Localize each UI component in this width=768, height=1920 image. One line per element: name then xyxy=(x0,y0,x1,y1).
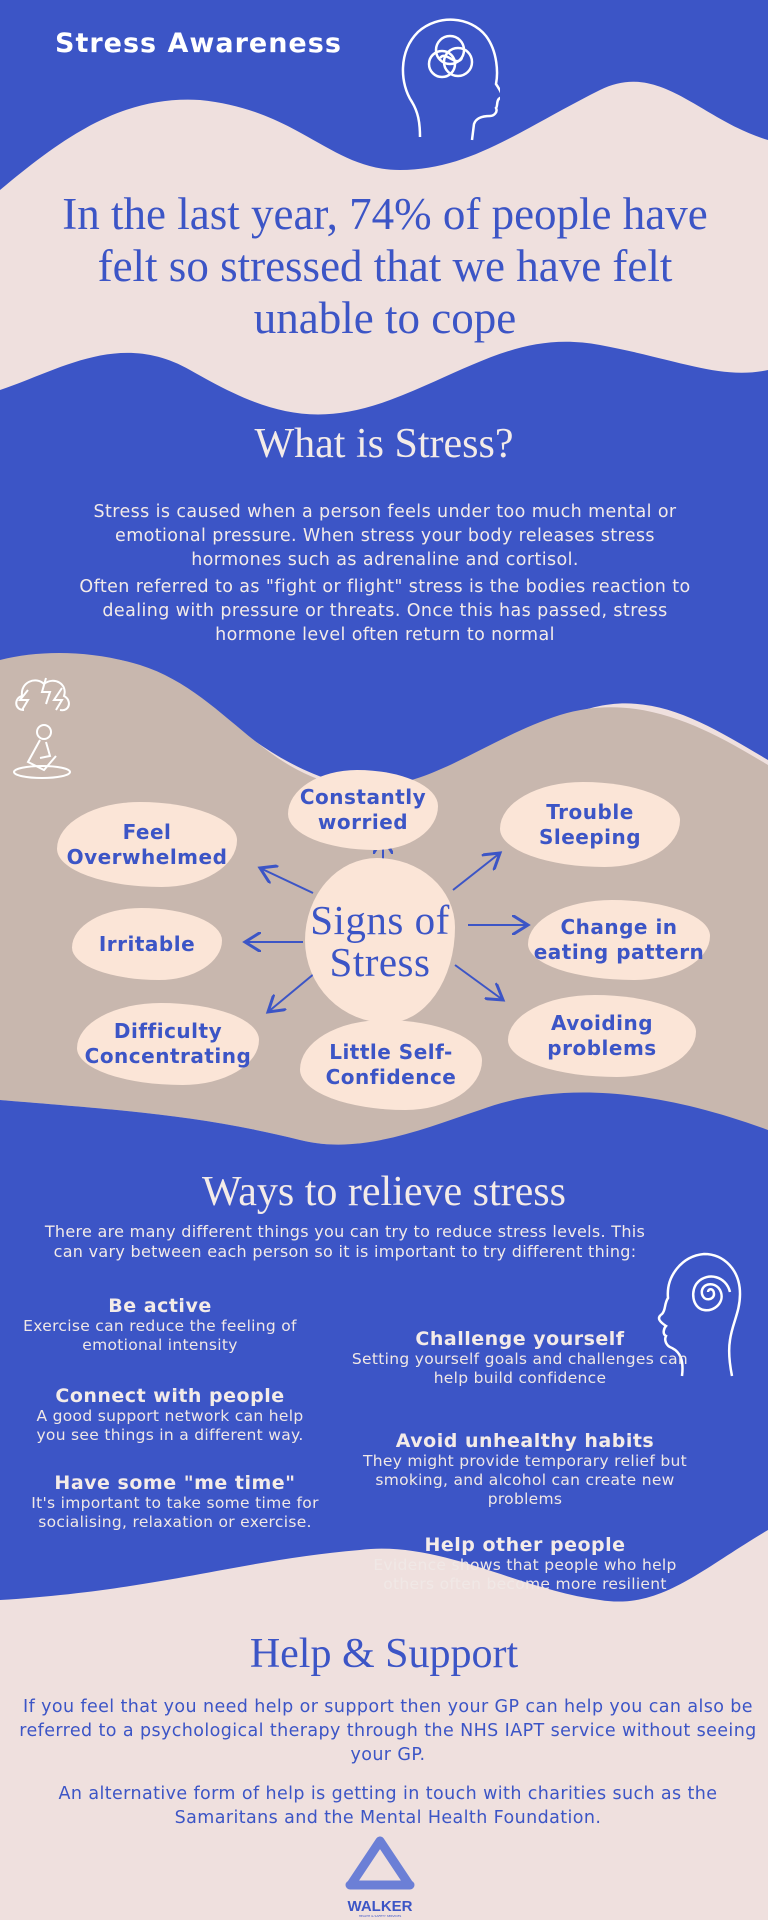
head-tangled-thoughts-icon xyxy=(401,18,500,141)
way-title: Challenge yourself xyxy=(415,1328,625,1350)
help-support-heading: Help & Support xyxy=(249,1631,519,1677)
sign-constantly-worried: Constantly worried xyxy=(288,770,438,850)
help-paragraph-2: An alternative form of help is getting i… xyxy=(58,1784,718,1828)
sign-feel-overwhelmed: Feel Overwhelmed xyxy=(57,802,237,887)
arrow-down-right xyxy=(454,964,503,1000)
top-blue-band xyxy=(0,0,768,190)
way-text: Setting yourself goals and challenges ca… xyxy=(351,1350,689,1387)
ways-blue-band xyxy=(0,1092,768,1602)
way-text: Evidence shows that people who help othe… xyxy=(373,1556,677,1593)
stressed-person-icon xyxy=(13,677,71,779)
way-me-time: Have some "me time"It's important to tak… xyxy=(20,1472,330,1532)
head-spiral-icon xyxy=(657,1252,742,1377)
way-title: Help other people xyxy=(424,1534,626,1556)
logo-name: WALKER xyxy=(347,1898,413,1915)
what-is-stress-paragraph-2: Often referred to as "fight or flight" s… xyxy=(79,577,691,645)
page-title: Stress Awareness xyxy=(55,28,342,59)
what-is-stress-paragraph-1: Stress is caused when a person feels und… xyxy=(93,502,677,570)
way-title: Be active xyxy=(108,1295,212,1317)
way-title: Have some "me time" xyxy=(54,1472,296,1494)
way-text: They might provide temporary relief but … xyxy=(362,1452,688,1508)
sign-irritable: Irritable xyxy=(72,908,222,980)
way-title: Connect with people xyxy=(55,1385,285,1407)
sign-change-in-eating-pattern: Change in eating pattern xyxy=(528,900,710,980)
signs-of-stress-center: Signs of Stress xyxy=(305,858,455,1023)
way-text: A good support network can help you see … xyxy=(36,1407,304,1444)
arrow-up-left xyxy=(260,868,314,894)
what-is-stress-heading: What is Stress? xyxy=(254,421,514,467)
help-paragraph-1: If you feel that you need help or suppor… xyxy=(19,1697,757,1765)
sign-avoiding-problems: Avoiding problems xyxy=(508,995,696,1077)
way-text: It's important to take some time for soc… xyxy=(31,1494,319,1531)
arrow-up-right xyxy=(452,853,500,891)
way-title: Avoid unhealthy habits xyxy=(395,1430,655,1452)
statistic-headline: In the last year, 74% of people have fel… xyxy=(62,189,708,343)
sign-difficulty-concentrating: Difficulty Concentrating xyxy=(77,1003,259,1085)
sign-trouble-sleeping: Trouble Sleeping xyxy=(500,782,680,867)
sign-little-self-confidence: Little Self-Confidence xyxy=(300,1020,482,1110)
way-text: Exercise can reduce the feeling of emoti… xyxy=(23,1317,297,1354)
logo-tagline: HEALTH & SAFETY SERVICES xyxy=(358,1914,402,1918)
walker-logo: WALKER HEALTH & SAFETY SERVICES xyxy=(340,1835,420,1918)
ways-heading: Ways to relieve stress xyxy=(201,1169,566,1215)
ways-intro: There are many different things you can … xyxy=(44,1222,646,1261)
hands-triangle-icon xyxy=(345,1836,415,1890)
middle-blue-band xyxy=(0,341,768,790)
